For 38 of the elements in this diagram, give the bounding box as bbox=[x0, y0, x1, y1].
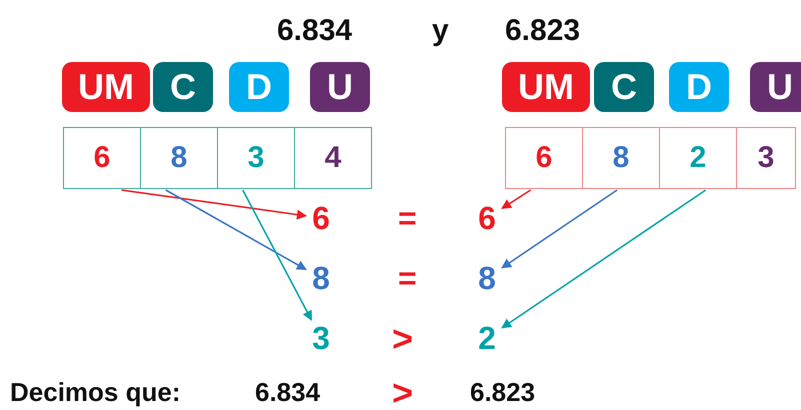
text-label: 6.823 bbox=[505, 14, 580, 48]
digit-cell: 3 bbox=[217, 127, 295, 189]
text-label: Decimos que: bbox=[10, 377, 180, 408]
digit-cell: 3 bbox=[736, 127, 796, 189]
compared-digit: 8 bbox=[306, 260, 336, 296]
text-label: 6.834 bbox=[255, 377, 320, 408]
arrow bbox=[165, 189, 307, 270]
comparison-sign: > bbox=[392, 372, 414, 410]
place-value-tag: D bbox=[229, 62, 289, 112]
comparison-sign: > bbox=[392, 318, 414, 360]
text-label: 6.834 bbox=[277, 14, 352, 48]
arrow bbox=[242, 190, 312, 321]
place-value-tag: C bbox=[594, 62, 654, 112]
digit-cell: 8 bbox=[140, 127, 218, 189]
digit-cell: 8 bbox=[582, 127, 660, 189]
comparison-sign: = bbox=[398, 200, 417, 237]
place-value-tag: U bbox=[310, 62, 370, 112]
digit-cell: 4 bbox=[294, 127, 372, 189]
place-value-tag: UM bbox=[62, 62, 150, 112]
compared-digit: 3 bbox=[306, 320, 336, 356]
place-value-tag: C bbox=[153, 62, 213, 112]
compared-digit: 6 bbox=[472, 200, 502, 236]
compared-digit: 8 bbox=[472, 260, 502, 296]
compared-digit: 2 bbox=[472, 320, 502, 356]
arrow bbox=[501, 189, 532, 210]
text-label: 6.823 bbox=[470, 377, 536, 408]
text-label: y bbox=[432, 14, 449, 48]
arrow bbox=[121, 189, 307, 220]
compared-digit: 6 bbox=[306, 200, 336, 236]
arrow bbox=[501, 189, 618, 269]
digit-cell: 6 bbox=[63, 127, 141, 189]
comparison-sign: = bbox=[398, 260, 417, 297]
place-value-tag: D bbox=[669, 62, 729, 112]
place-value-tag: U bbox=[750, 62, 801, 112]
arrow bbox=[501, 189, 706, 329]
place-value-tag: UM bbox=[502, 62, 590, 112]
digit-cell: 6 bbox=[505, 127, 583, 189]
digit-cell: 2 bbox=[659, 127, 737, 189]
